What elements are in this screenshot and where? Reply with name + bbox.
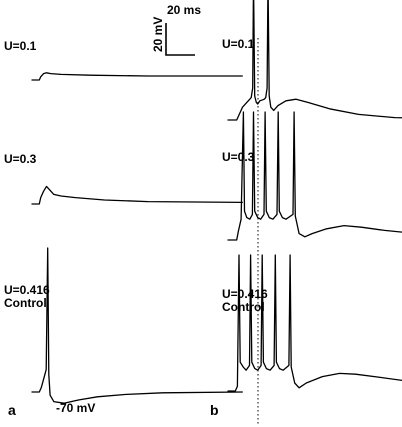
voltage-trace-a-2 bbox=[31, 185, 243, 205]
voltage-trace-a-3 bbox=[31, 247, 243, 404]
trace-label-b-2-line-1: U=0.3 bbox=[222, 150, 255, 164]
trace-label-b-3-line-2: Control bbox=[222, 300, 265, 314]
trace-label-b-3-line-1: U=0.416 bbox=[222, 287, 268, 301]
voltage-trace-b-3 bbox=[227, 254, 402, 392]
scale-bar: 20 ms 20 mV bbox=[151, 3, 201, 56]
scale-bar-voltage-label: 20 mV bbox=[151, 17, 165, 52]
panel-letter-a: a bbox=[8, 402, 16, 418]
voltage-trace-b-2 bbox=[227, 111, 402, 241]
trace-label-a-1-line-1: U=0.1 bbox=[4, 39, 37, 53]
trace-label-b-1-line-1: U=0.1 bbox=[222, 37, 255, 51]
scale-bar-lines bbox=[165, 23, 195, 56]
panel-letter-b: b bbox=[210, 402, 219, 418]
resting-potential-label: -70 mV bbox=[56, 401, 95, 415]
voltage-trace-a-1 bbox=[31, 72, 243, 81]
panels: U=0.1U=0.3U=0.416ControlU=0.1U=0.3U=0.41… bbox=[4, 0, 402, 404]
voltage-trace-b-1 bbox=[227, 0, 402, 121]
trace-label-a-3-line-2: Control bbox=[4, 296, 47, 310]
trace-label-a-3-line-1: U=0.416 bbox=[4, 283, 50, 297]
scale-bar-time-label: 20 ms bbox=[167, 3, 201, 17]
trace-label-a-2-line-1: U=0.3 bbox=[4, 152, 37, 166]
